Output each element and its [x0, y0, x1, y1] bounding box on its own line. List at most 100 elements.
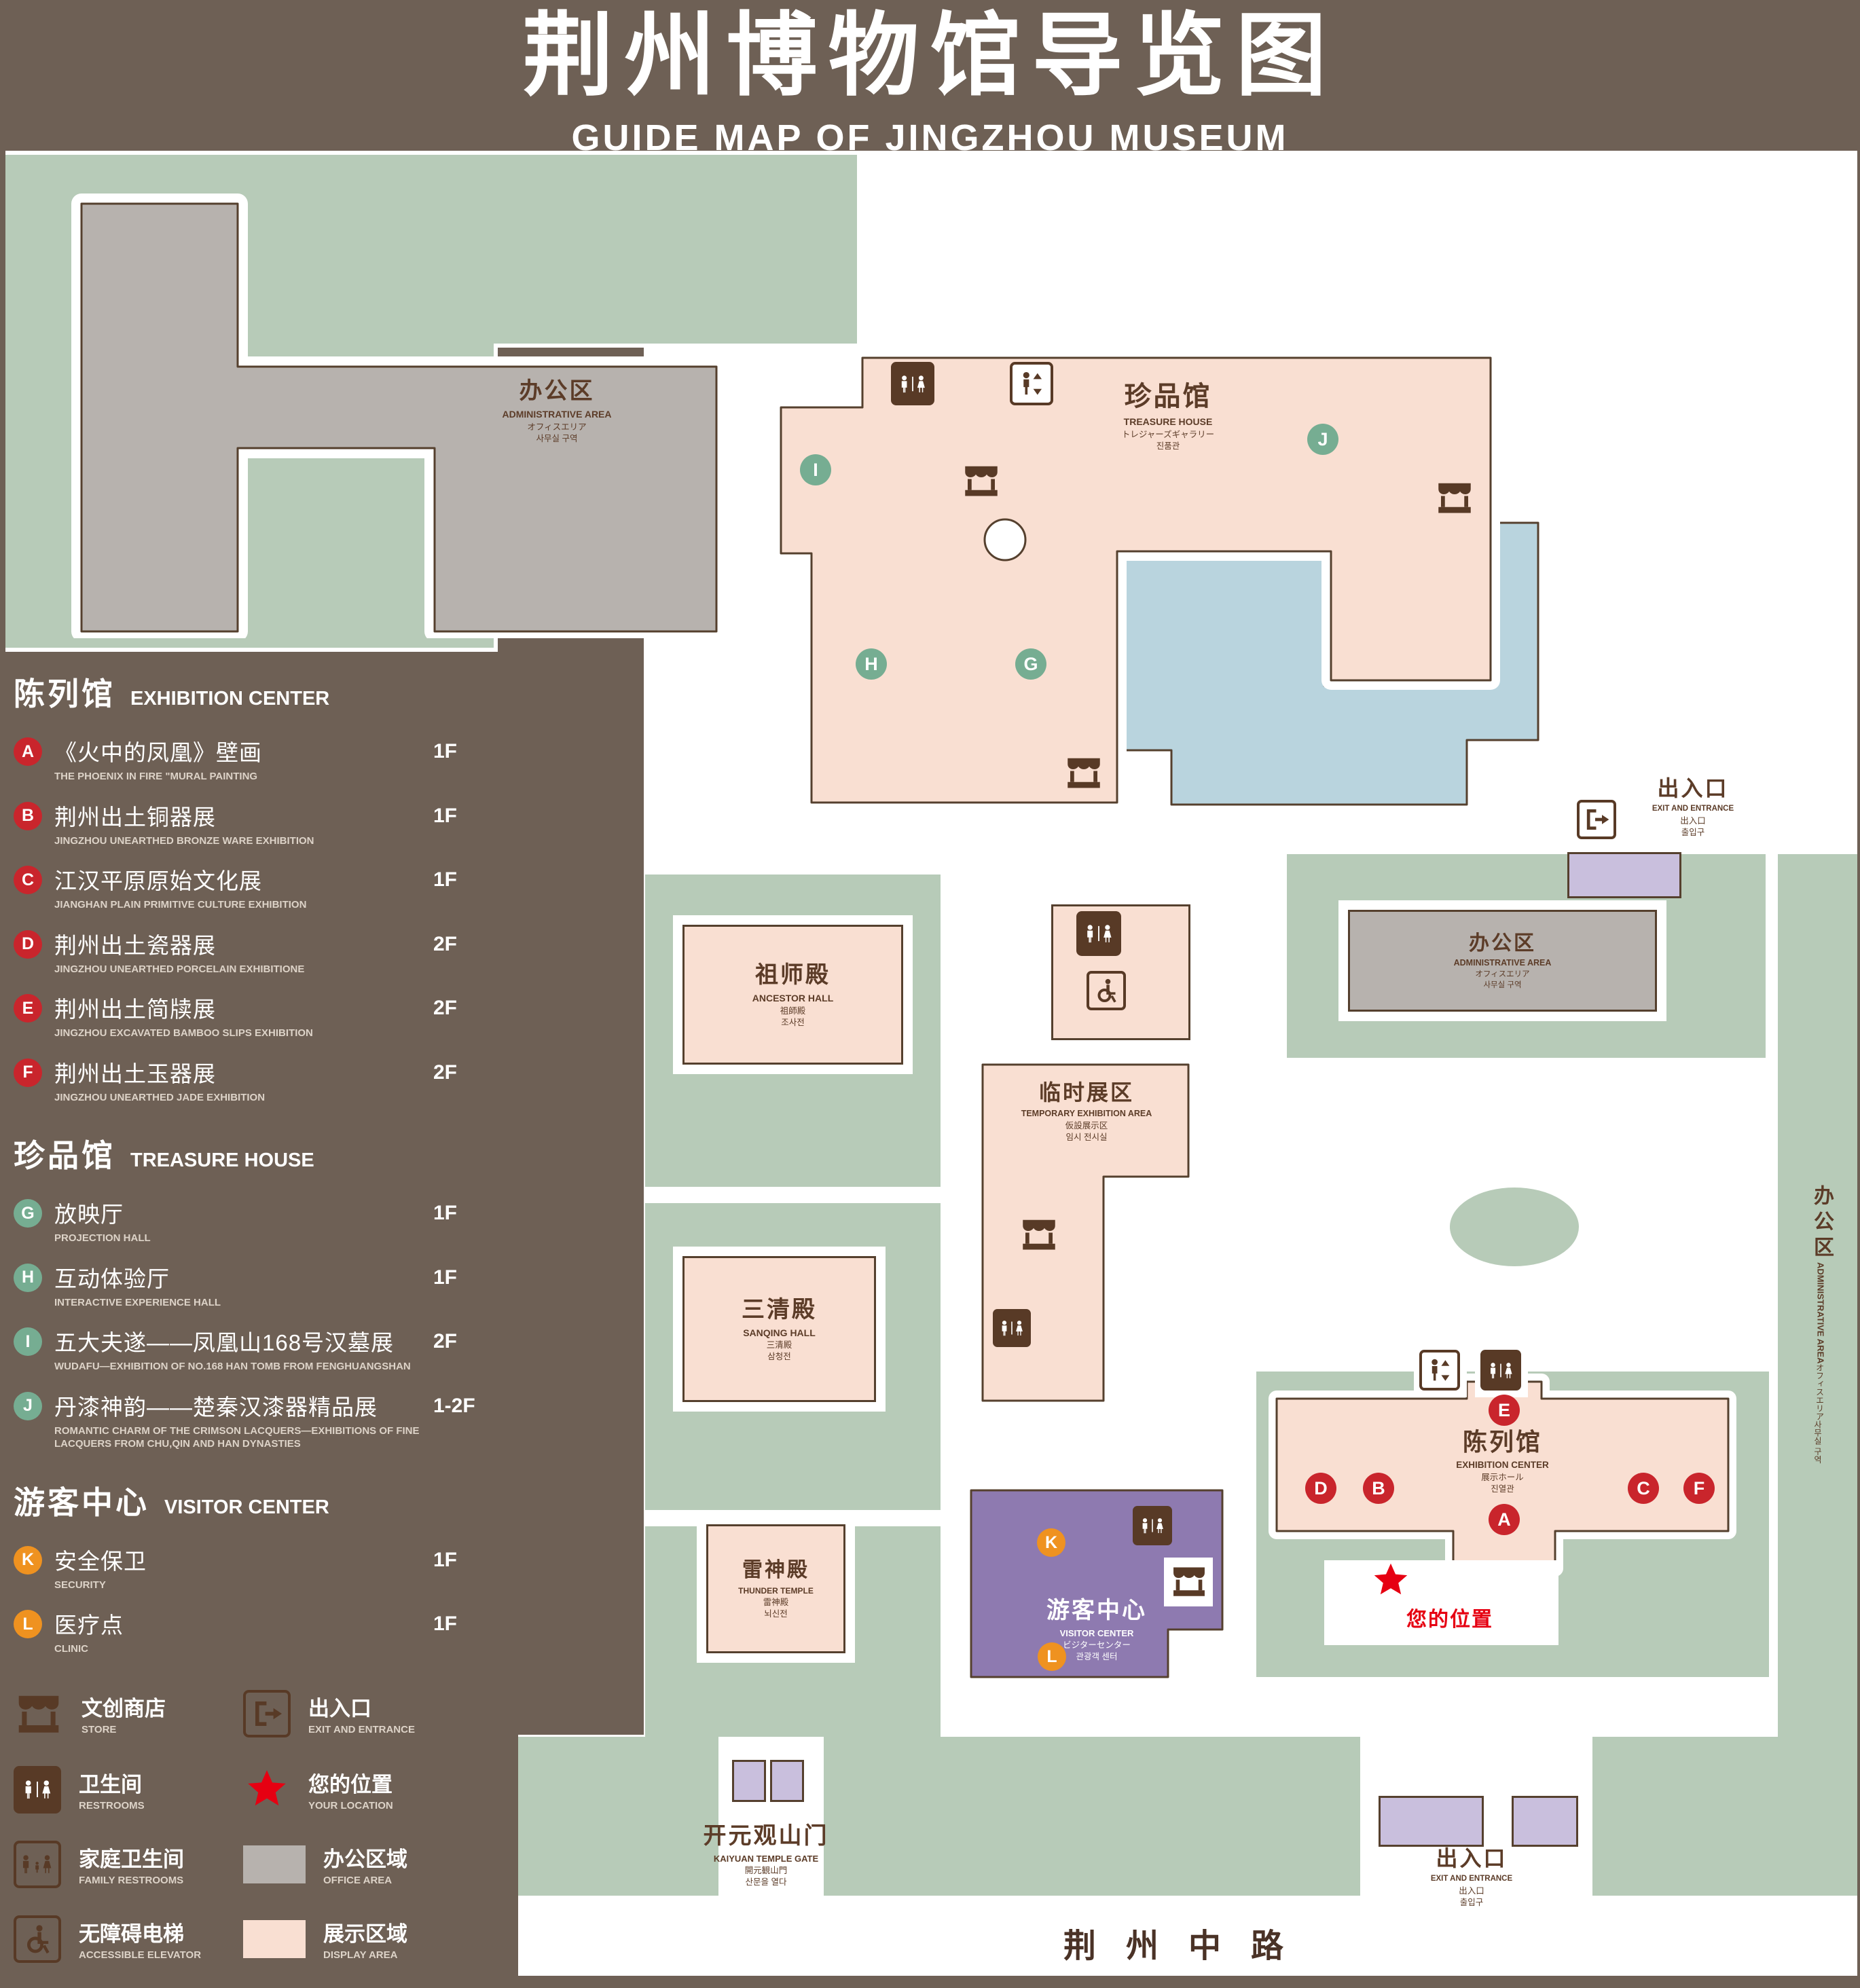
marker-K: K	[14, 1545, 42, 1575]
lawn-south-left	[518, 1737, 718, 1896]
location-star-icon	[248, 1769, 286, 1805]
exit-southeast-label: 出入口 EXIT AND ENTRANCE 出入口 출입구	[1430, 1846, 1513, 1908]
store-icon	[1438, 483, 1471, 513]
thunder-temple-label: 雷神殿 THUNDER TEMPLE 雷神殿 뇌신전	[738, 1558, 814, 1619]
family-restroom-icon	[14, 1840, 61, 1888]
map-marker-B: B	[1363, 1473, 1394, 1504]
ancestor-hall-building: 祖师殿 ANCESTOR HALL 祖師殿 조사전	[682, 925, 903, 1065]
temporary-exhibition-label: 临时展区 TEMPORARY EXHIBITION AREA 仮設展示区 임시 …	[1021, 1080, 1152, 1143]
sanqing-hall-label: 三清殿 SANQING HALL 三清殿 삼청전	[742, 1296, 817, 1362]
exit-northeast-label: 出入口 EXIT AND ENTRANCE 出入口 출입구	[1652, 776, 1734, 838]
marker-D: D	[14, 929, 42, 959]
exhibition-center-building	[1269, 1374, 1736, 1577]
office-area-swatch	[243, 1845, 306, 1883]
admin-northwest-label: 办公区 ADMINISTRATIVE AREA オフィスエリア 사무실 구역	[502, 378, 612, 443]
lawn-south-right	[1592, 1737, 1857, 1896]
elevator-icon	[1419, 1350, 1460, 1391]
gate-label: 开元观山门 KAIYUAN TEMPLE GATE 開元観山門 산문을 열다	[703, 1823, 829, 1888]
admin-building-northwest	[71, 194, 723, 638]
marker-B: B	[14, 801, 42, 830]
map-marker-K: K	[1037, 1528, 1065, 1557]
accessible-restroom-icon	[1087, 971, 1126, 1010]
entrance-pad	[1567, 852, 1681, 898]
restroom-icon	[1076, 911, 1121, 956]
marker-G: G	[14, 1199, 42, 1228]
ancestor-hall-label: 祖师殿 ANCESTOR HALL 祖師殿 조사전	[752, 962, 834, 1027]
marker-H: H	[14, 1263, 42, 1292]
map-marker-I: I	[800, 454, 831, 485]
store-icon	[1068, 758, 1100, 788]
sanqing-hall-building: 三清殿 SANQING HALL 三清殿 삼청전	[682, 1256, 876, 1402]
marker-A: A	[14, 737, 42, 766]
marker-J: J	[14, 1391, 42, 1420]
location-pad	[1324, 1560, 1558, 1645]
exit-icon	[1577, 800, 1616, 839]
store-icon	[18, 1695, 59, 1733]
lawn-south-middle	[824, 1737, 1360, 1896]
road	[518, 1900, 1857, 1976]
marker-F: F	[14, 1058, 42, 1087]
legend-section-visitor-center: 游客中心 VISITOR CENTER	[14, 1484, 329, 1520]
restroom-icon	[993, 1309, 1031, 1347]
your-location-label: 您的位置	[1406, 1608, 1493, 1631]
page-title: 荆州博物馆导览图	[522, 5, 1338, 107]
treasure-house-building	[771, 348, 1500, 812]
entrance-pad	[1512, 1796, 1578, 1847]
marker-C: C	[14, 866, 42, 894]
thunder-temple-building: 雷神殿 THUNDER TEMPLE 雷神殿 뇌신전	[706, 1524, 845, 1653]
display-area-swatch	[243, 1919, 306, 1958]
admin-central-label: 办公区 ADMINISTRATIVE AREA オフィスエリア 사무실 구역	[1453, 932, 1552, 989]
restroom-icon	[14, 1765, 61, 1814]
store-pad	[1164, 1558, 1213, 1606]
map-marker-F: F	[1683, 1473, 1715, 1504]
elevator-icon	[1010, 362, 1053, 405]
treasure-house-label: 珍品馆 TREASURE HOUSE トレジャーズギャラリー 진품관	[1121, 382, 1215, 451]
admin-building-central: 办公区 ADMINISTRATIVE AREA オフィスエリア 사무실 구역	[1348, 910, 1657, 1012]
marker-L: L	[14, 1610, 42, 1638]
store-icon	[1173, 1567, 1205, 1596]
legend-section-exhibition-center: 陈列馆 EXHIBITION CENTER	[14, 676, 330, 712]
visitor-center-label: 游客中心 VISITOR CENTER ビジターセンター 관광객 센터	[1046, 1598, 1147, 1662]
map-marker-A: A	[1489, 1504, 1520, 1535]
store-icon	[965, 466, 998, 496]
map-marker-D: D	[1305, 1473, 1336, 1504]
exit-icon	[243, 1689, 291, 1737]
header: 荆州博物馆导览图 GUIDE MAP OF JINGZHOU MUSEUM	[0, 4, 1860, 159]
gate-pillar	[732, 1760, 766, 1802]
store-icon	[1023, 1219, 1055, 1250]
marker-I: I	[14, 1327, 42, 1356]
restroom-icon	[1133, 1506, 1172, 1545]
restroom-icon	[891, 362, 934, 405]
map-marker-L: L	[1038, 1642, 1066, 1671]
admin-east-label: 办公区 ADMINISTRATIVE AREA オフィスエリア 사무실 구역	[1810, 1184, 1833, 1464]
map-marker-C: C	[1628, 1473, 1659, 1504]
map-marker-G: G	[1015, 648, 1046, 680]
exhibition-center-label: 陈列馆 EXHIBITION CENTER 展示ホール 진열관	[1456, 1428, 1549, 1494]
lawn-east-strip	[1778, 854, 1857, 1794]
map-marker-E: E	[1489, 1395, 1520, 1426]
temporary-exhibition-building	[974, 1056, 1197, 1410]
entrance-pad	[1379, 1796, 1484, 1847]
